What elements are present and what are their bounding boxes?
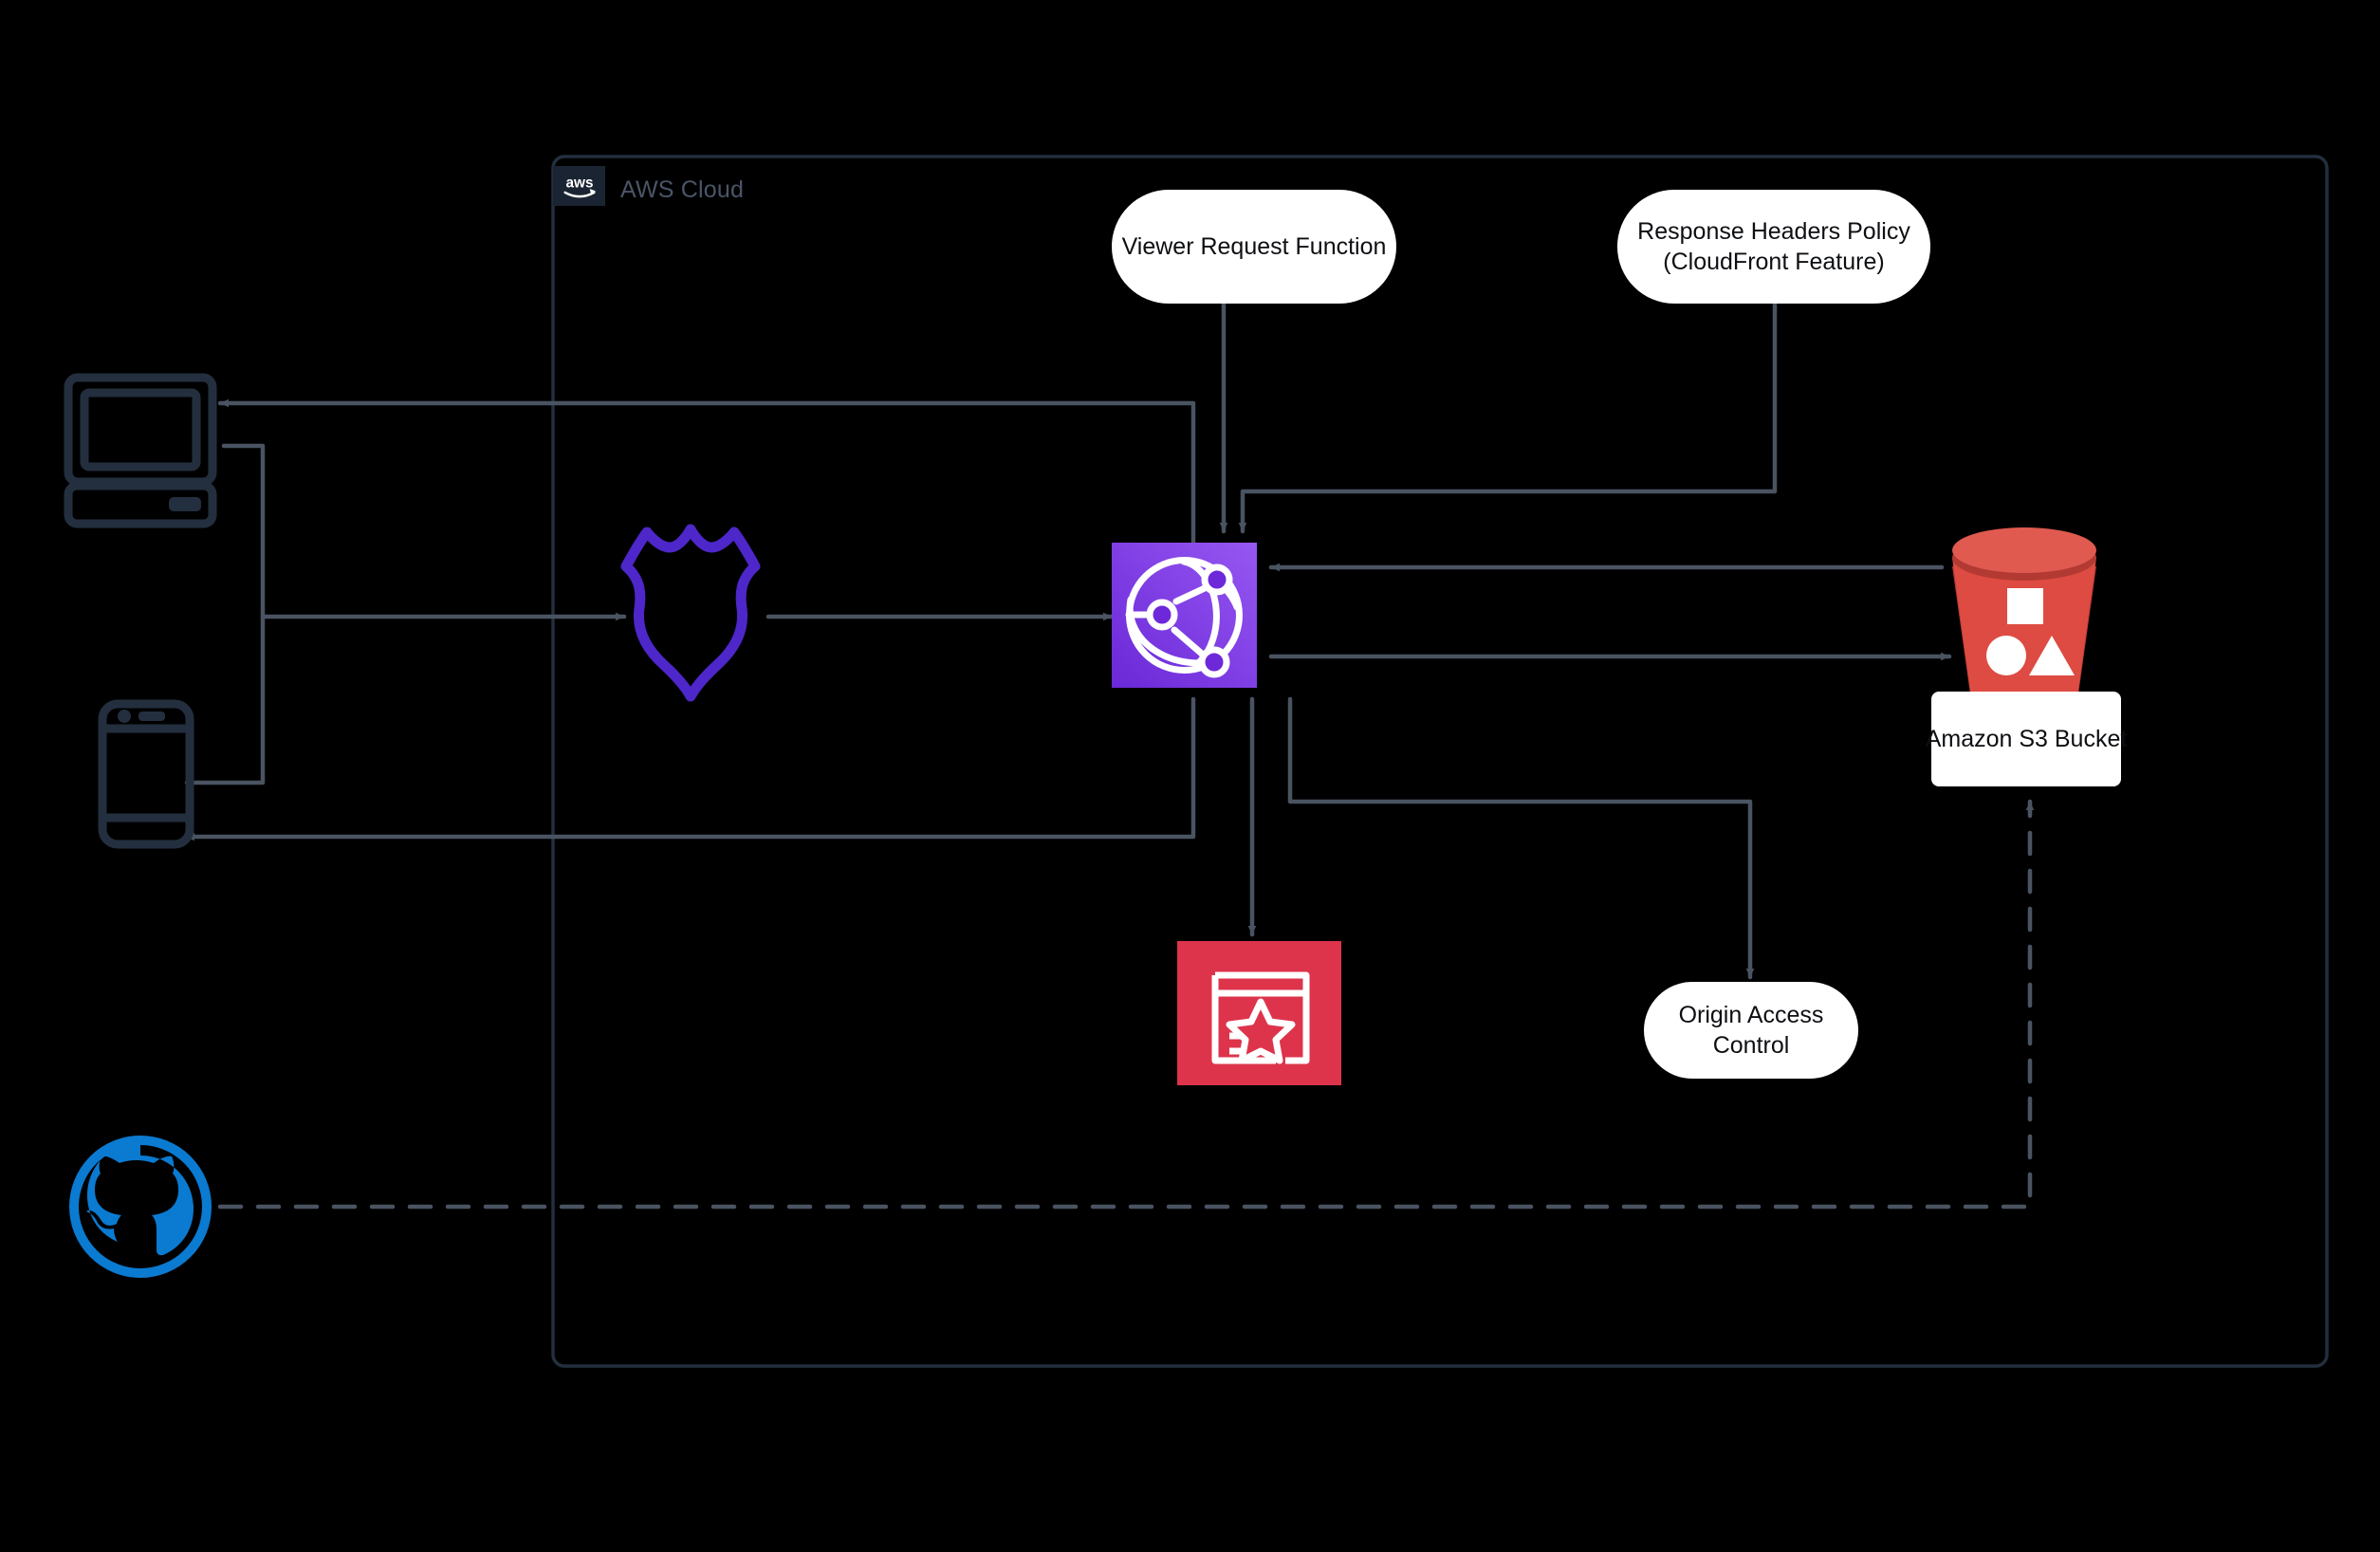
amazon-s3-bucket-label: Amazon S3 Bucket [1925, 725, 2128, 752]
aws-logo-badge: aws [553, 166, 605, 206]
response-headers-policy-label-line1: Response Headers Policy [1637, 218, 1910, 245]
edge-desktop-to-waf [221, 443, 627, 621]
certificate-icon [1177, 941, 1341, 1085]
amazon-s3-bucket-label-box[interactable]: Amazon S3 Bucket [1926, 692, 2127, 786]
cloudfront-globe-icon [1112, 543, 1257, 688]
edge-cloudfront-to-mobile [183, 696, 1196, 841]
s3-bucket-icon [1952, 527, 2096, 726]
aws-waf-node[interactable] [621, 527, 773, 704]
edge-cloudfront-to-oac [1287, 696, 1755, 980]
desktop-computer-icon [64, 373, 217, 528]
amazon-cloudfront-node[interactable] [1112, 543, 1257, 688]
origin-access-control-label-line2: Control [1712, 1032, 1790, 1059]
svg-text:aws: aws [565, 176, 593, 192]
edge-mobile-to-merge [184, 614, 266, 785]
aws-cloud-boundary [551, 155, 2329, 1368]
response-headers-policy-label-line2: (CloudFront Feature) [1663, 249, 1885, 275]
response-headers-policy-node[interactable]: Response Headers Policy (CloudFront Feat… [1617, 190, 1930, 304]
aws-logo-icon: aws [563, 176, 596, 198]
aws-certificate-manager-node[interactable] [1177, 941, 1341, 1085]
mobile-phone-icon [98, 699, 194, 849]
origin-access-control-label-line1: Origin Access [1678, 1002, 1824, 1028]
origin-access-control-node[interactable]: Origin Access Control [1644, 982, 1858, 1079]
desktop-client-node[interactable] [63, 372, 220, 531]
aws-cloud-label: AWS Cloud [620, 176, 745, 203]
viewer-request-function-node[interactable]: Viewer Request Function [1112, 190, 1396, 304]
edge-response-headers-to-cloudfront [1238, 301, 1778, 534]
shield-icon [620, 524, 761, 702]
viewer-request-function-label: Viewer Request Function [1121, 233, 1387, 260]
github-source-node[interactable] [70, 1136, 211, 1277]
amazon-s3-bucket-node[interactable] [1949, 527, 2101, 722]
mobile-client-node[interactable] [97, 698, 195, 850]
github-icon [69, 1136, 212, 1278]
